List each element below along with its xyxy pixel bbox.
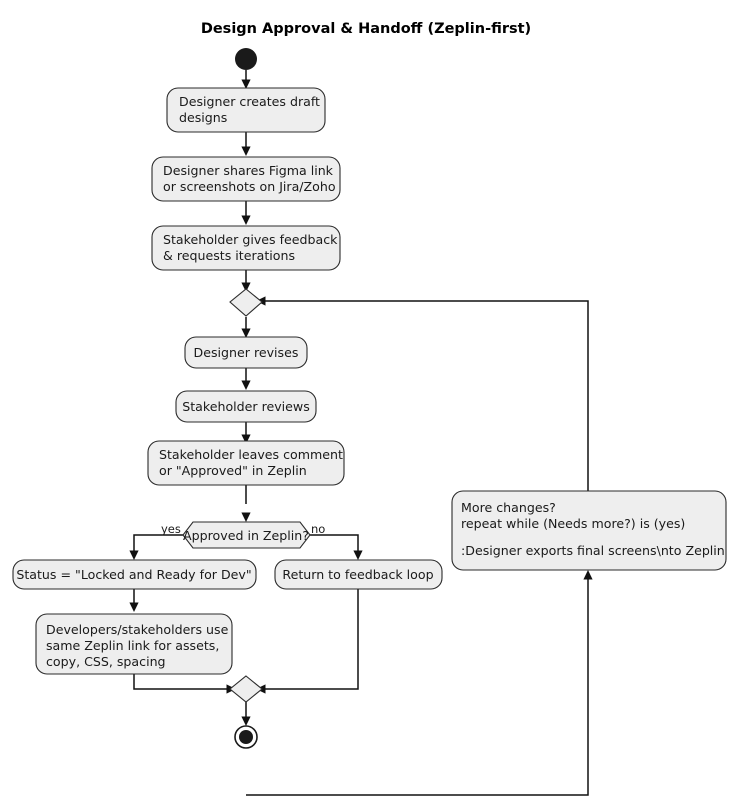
edge-label-yes: yes [161, 522, 181, 536]
edge-activityno-to-mergebottom [264, 589, 359, 690]
activity-node-shape[interactable] [151, 225, 341, 271]
activity-label-line-2: or "Approved" in Zeplin [159, 463, 307, 478]
arrowhead-activity-no [353, 550, 363, 560]
activity-node-return-to-feedback-loop[interactable]: Return to feedback loop [274, 559, 443, 590]
activity-node-designer-creates-draft[interactable]: Designer creates draft designs [166, 87, 326, 133]
activity-label-line-3: copy, CSS, spacing [46, 654, 166, 669]
arrowhead-activity2 [241, 146, 251, 156]
note-line-2: repeat while (Needs more?) is (yes) [461, 516, 685, 531]
activity-label-line-1: Stakeholder leaves comment [159, 447, 343, 462]
activity-node-shape[interactable] [175, 390, 317, 423]
arrowhead-note-bottom [583, 570, 593, 580]
arrowhead-activity-yes [129, 550, 139, 560]
arrowhead-decision [241, 512, 251, 522]
activity-label-line-1: Status = "Locked and Ready for Dev" [16, 567, 251, 582]
end-node-core [239, 730, 253, 744]
start-node[interactable] [235, 48, 257, 70]
arrowhead-activity4 [241, 328, 251, 338]
note-box-shape[interactable] [451, 490, 727, 571]
activity-label-line-1: Designer revises [194, 345, 299, 360]
activity-label-line-1: Designer creates draft [179, 94, 320, 109]
activity-label-line-2: & requests iterations [163, 248, 295, 263]
activity-node-designer-revises[interactable]: Designer revises [184, 336, 308, 369]
edge-decision-yes [133, 534, 183, 552]
activity-node-shape[interactable] [184, 336, 308, 369]
activity-node-stakeholder-reviews[interactable]: Stakeholder reviews [175, 390, 317, 423]
activity-label-line-1: Developers/stakeholders use [46, 622, 229, 637]
note-line-1: More changes? [461, 500, 556, 515]
decision-node-approved-in-zeplin[interactable]: Approved in Zeplin? [182, 521, 311, 549]
end-node-ring [234, 725, 258, 749]
merge-diamond-bottom[interactable] [229, 675, 263, 703]
decision-label: Approved in Zeplin? [183, 528, 309, 543]
edge-label-no: no [311, 522, 325, 536]
activity-label-line-1: Designer shares Figma link [163, 163, 334, 178]
activity-label-line-2: designs [179, 110, 227, 125]
arrowhead-activity5 [241, 380, 251, 390]
edge-layer [129, 70, 593, 796]
merge-diamond-top[interactable] [229, 288, 263, 317]
note-box-more-changes[interactable]: More changes? repeat while (Needs more?)… [451, 490, 727, 571]
edge-bottom-rail-to-note [246, 578, 589, 796]
activity-label-line-1: Stakeholder gives feedback [163, 232, 338, 247]
activity-node-developers-use-zeplin-link[interactable]: Developers/stakeholders use same Zeplin … [35, 613, 233, 675]
arrowhead-mergetop [241, 282, 251, 292]
activity-node-shape[interactable] [12, 559, 257, 590]
edge-activity7-to-mergebottom [133, 674, 228, 690]
activity-label-line-1: Return to feedback loop [282, 567, 433, 582]
arrowhead-activity1 [241, 79, 251, 89]
arrowhead-activity7 [129, 602, 139, 612]
activity-node-shape[interactable] [151, 156, 341, 202]
activity-node-shape[interactable] [147, 440, 345, 486]
activity-node-stakeholder-leaves-comment[interactable]: Stakeholder leaves comment or "Approved"… [147, 440, 345, 486]
edge-decision-no [310, 534, 359, 552]
note-line-4: :Designer exports final screens\nto Zepl… [461, 543, 725, 558]
activity-label-line-2: or screenshots on Jira/Zoho [163, 179, 336, 194]
arrowhead-activity6 [241, 434, 251, 444]
activity-label-line-2: same Zeplin link for assets, [46, 638, 219, 653]
arrowhead-end [241, 716, 251, 726]
decision-node-shape[interactable] [182, 521, 311, 549]
activity-node-shape[interactable] [166, 87, 326, 133]
activity-node-shape[interactable] [274, 559, 443, 590]
arrowhead-activity3 [241, 215, 251, 225]
activity-node-stakeholder-gives-feedback[interactable]: Stakeholder gives feedback & requests it… [151, 225, 341, 271]
activity-node-status-locked-ready[interactable]: Status = "Locked and Ready for Dev" [12, 559, 257, 590]
end-node[interactable] [234, 725, 258, 749]
activity-label-line-1: Stakeholder reviews [182, 399, 310, 414]
activity-node-shape[interactable] [35, 613, 233, 675]
edge-loopback-to-mergetop [264, 300, 589, 491]
activity-node-designer-shares-figma[interactable]: Designer shares Figma link or screenshot… [151, 156, 341, 202]
diagram-title: Design Approval & Handoff (Zeplin-first) [201, 21, 531, 37]
